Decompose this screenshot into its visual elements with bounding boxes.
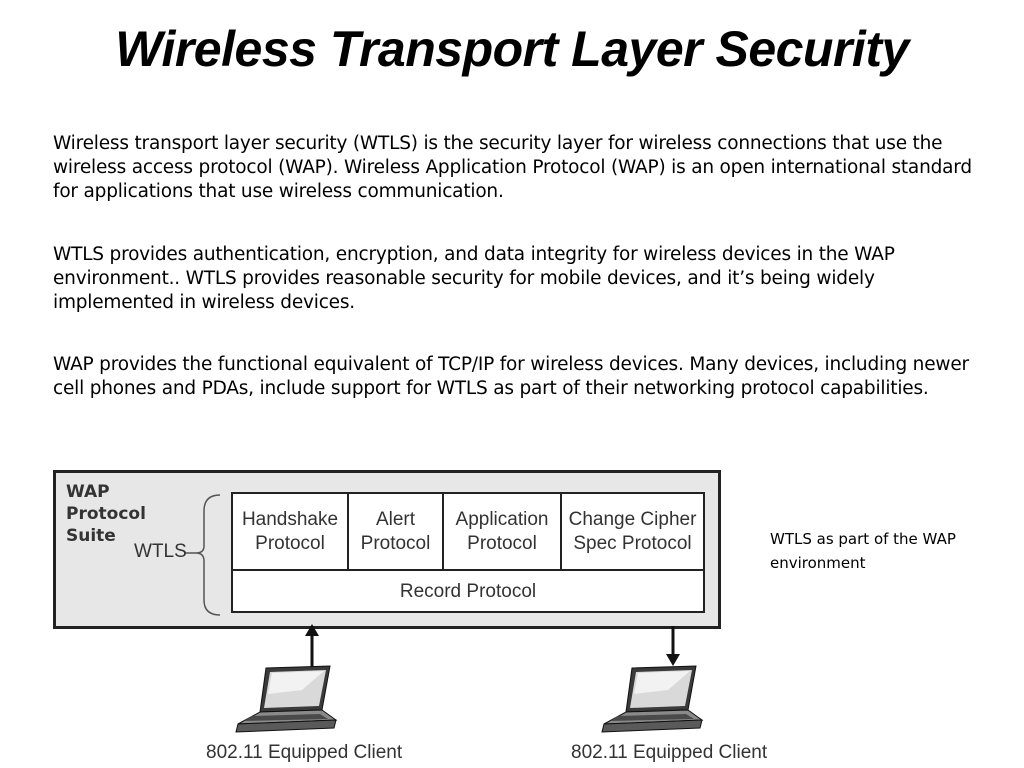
protocol-name: Change Cipher — [568, 508, 697, 530]
protocol-suffix: Spec Protocol — [573, 532, 692, 554]
protocol-name: Alert — [375, 508, 416, 530]
slide-title: Wireless Transport Layer Security — [115, 21, 909, 77]
protocol-suffix: Protocol — [255, 532, 325, 554]
protocol-suffix: Protocol — [467, 532, 537, 554]
down-arrow-icon — [666, 626, 680, 666]
paragraph-wtls-features: WTLS provides authentication, encryption… — [53, 244, 895, 313]
paragraph-wtls-definition: Wireless transport layer security (WTLS)… — [53, 133, 972, 202]
wap-protocol-suite-label: WAP Protocol Suite — [66, 481, 146, 547]
right-client-label: 802.11 Equipped Client — [571, 742, 768, 763]
suite-label-line: Protocol — [66, 504, 146, 524]
left-client-label: 802.11 Equipped Client — [206, 742, 403, 763]
up-arrow-icon — [305, 624, 319, 667]
protocol-suffix: Protocol — [360, 532, 431, 554]
wtls-brace-icon — [184, 494, 221, 616]
laptop-icon — [235, 665, 338, 733]
protocol-name: Application — [455, 508, 549, 530]
protocol-name: Handshake — [241, 508, 339, 530]
paragraph-wap-equivalent: WAP provides the functional equivalent o… — [53, 354, 969, 399]
laptop-icon — [601, 665, 704, 733]
wtls-label: WTLS — [134, 541, 187, 562]
diagram-caption: WTLS as part of the WAP environment — [770, 530, 956, 572]
suite-label-line: WAP — [66, 482, 110, 502]
suite-label-line: Suite — [66, 526, 116, 546]
record-protocol-cell: Record Protocol — [233, 569, 703, 613]
